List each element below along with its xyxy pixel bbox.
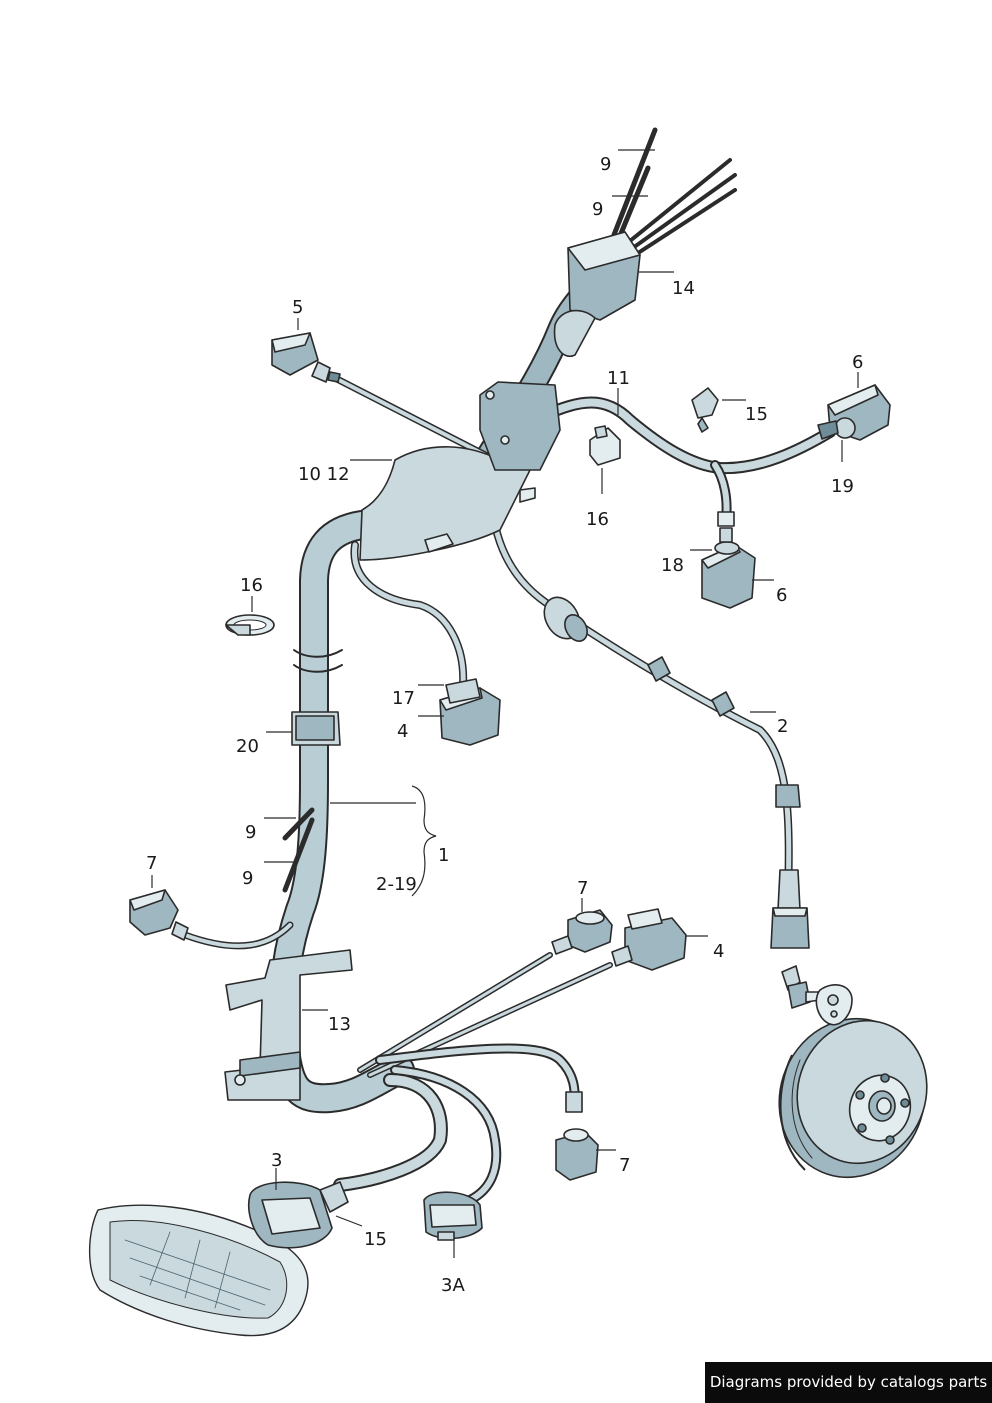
leader-lines — [151, 149, 859, 1258]
connector-6-upper — [817, 384, 891, 441]
callout-10-12: 10 12 — [298, 464, 350, 485]
callout-7b: 7 — [577, 878, 588, 899]
callout-5: 5 — [292, 297, 303, 318]
callout-13: 13 — [328, 1014, 351, 1035]
bracket-10-12 — [359, 381, 561, 561]
callout-4b: 4 — [713, 941, 724, 962]
attribution-badge: Diagrams provided by catalogs parts — [705, 1362, 992, 1403]
abs-sensor — [781, 965, 853, 1026]
callout-4a: 4 — [397, 721, 408, 742]
callout-3: 3 — [271, 1150, 282, 1171]
callout-15a: 15 — [745, 404, 768, 425]
callout-2: 2 — [777, 716, 788, 737]
trunk-sleeve — [293, 649, 343, 673]
connector-4-mid — [611, 908, 687, 971]
callout-9d: 9 — [242, 868, 253, 889]
connector-7-lower — [555, 1091, 599, 1181]
callout-20: 20 — [236, 736, 259, 757]
callout-17: 17 — [392, 688, 415, 709]
callout-19: 19 — [831, 476, 854, 497]
clip-16-upper — [589, 425, 621, 466]
callout-6b: 6 — [776, 585, 787, 606]
connector-3 — [248, 1181, 349, 1249]
connector-6-lower — [701, 511, 756, 609]
sensor-2 — [543, 596, 810, 949]
clip-15-upper — [691, 387, 719, 433]
callout-16b: 16 — [240, 575, 263, 596]
callout-11: 11 — [607, 368, 630, 389]
callout-1: 1 — [438, 845, 449, 866]
callout-9a: 9 — [600, 154, 611, 175]
callout-14: 14 — [672, 278, 695, 299]
callout-9c: 9 — [245, 822, 256, 843]
callout-16a: 16 — [586, 509, 609, 530]
clamp-16-left — [225, 614, 275, 636]
connector-14 — [553, 231, 641, 357]
callout-7c: 7 — [619, 1155, 630, 1176]
bracket-13 — [224, 949, 353, 1101]
connector-4-upper — [439, 678, 501, 746]
grommet-20 — [291, 711, 341, 746]
callout-2-19: 2-19 — [376, 874, 417, 895]
callout-7a: 7 — [146, 853, 157, 874]
callout-15b: 15 — [364, 1229, 387, 1250]
callout-labels: 9 9 14 5 11 6 15 10 12 19 16 18 6 16 17 … — [146, 154, 863, 1296]
callout-9b: 9 — [592, 199, 603, 220]
headlight-housing — [88, 1204, 309, 1337]
connector-7-mid — [551, 909, 613, 955]
connector-5 — [271, 332, 341, 383]
connector-7-left — [129, 889, 189, 941]
callout-18: 18 — [661, 555, 684, 576]
brake-disc — [778, 1017, 928, 1179]
callout-6a: 6 — [852, 352, 863, 373]
connector-3a — [423, 1191, 483, 1241]
callout-3a: 3A — [441, 1275, 465, 1296]
